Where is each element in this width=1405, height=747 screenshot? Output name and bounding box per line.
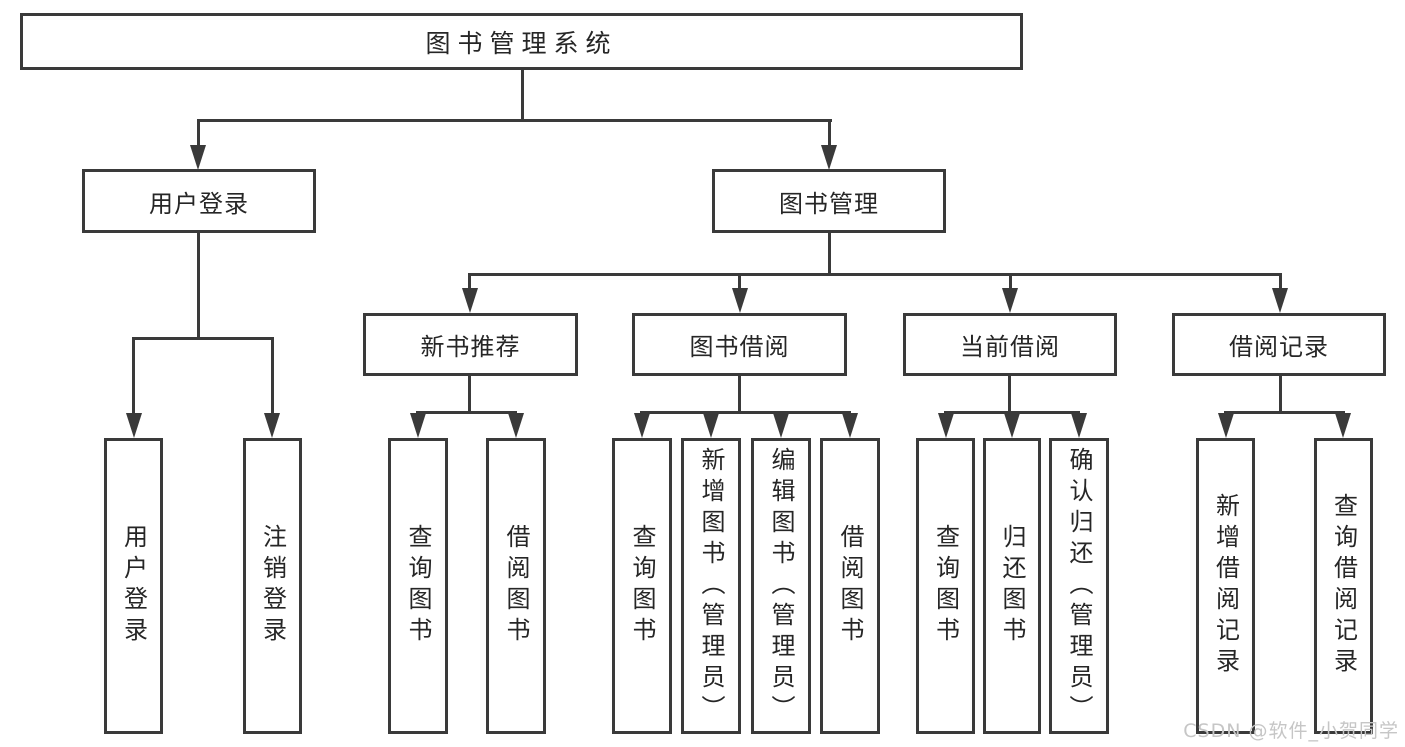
leaf-borrowing-edit-book-admin: 编辑图书（管理员） (751, 438, 811, 734)
arrow-down-icon (842, 413, 858, 438)
arrow-down-icon (190, 145, 206, 170)
leaf-current-confirm-return-admin: 确认归还（管理员） (1049, 438, 1109, 734)
connector-line (468, 273, 1282, 276)
connector-line (468, 273, 471, 295)
connector-line (828, 232, 831, 273)
connector-line (1279, 376, 1282, 411)
connector-line (1224, 411, 1344, 414)
arrow-down-icon (508, 413, 524, 438)
arrow-down-icon (1071, 413, 1087, 438)
leaf-borrowing-borrow-books: 借阅图书 (820, 438, 880, 734)
leaf-recommend-borrow-books: 借阅图书 (486, 438, 546, 734)
connector-line (197, 119, 832, 122)
node-book-management: 图书管理 (712, 169, 946, 233)
leaf-current-query-books: 查询图书 (916, 438, 975, 734)
arrow-down-icon (634, 413, 650, 438)
connector-line (197, 233, 200, 337)
node-book-borrowing: 图书借阅 (632, 313, 847, 376)
connector-line (271, 337, 274, 415)
arrow-down-icon (1218, 413, 1234, 438)
arrow-down-icon (126, 413, 142, 438)
connector-line (1009, 273, 1012, 295)
connector-line (738, 376, 741, 411)
leaf-records-query-record: 查询借阅记录 (1314, 438, 1373, 734)
connector-line (641, 411, 851, 414)
leaf-user-login: 用户登录 (104, 438, 163, 734)
node-new-book-recommendation: 新书推荐 (363, 313, 578, 376)
connector-line (521, 70, 524, 119)
arrow-down-icon (703, 413, 719, 438)
connector-line (132, 337, 135, 415)
connector-line (197, 119, 200, 151)
leaf-records-add-record: 新增借阅记录 (1196, 438, 1255, 734)
watermark: CSDN @软件_小贺同学 (1183, 720, 1399, 742)
arrow-down-icon (462, 288, 478, 313)
arrow-down-icon (410, 413, 426, 438)
arrow-down-icon (1004, 413, 1020, 438)
connector-line (132, 337, 274, 340)
connector-line (1008, 376, 1011, 411)
node-borrowing-records: 借阅记录 (1172, 313, 1386, 376)
connector-line (1279, 273, 1282, 295)
arrow-down-icon (773, 413, 789, 438)
node-root: 图书管理系统 (20, 13, 1023, 70)
leaf-borrowing-query-books: 查询图书 (612, 438, 672, 734)
arrow-down-icon (732, 288, 748, 313)
arrow-down-icon (264, 413, 280, 438)
leaf-current-return-books: 归还图书 (983, 438, 1041, 734)
connector-line (468, 376, 471, 411)
leaf-logout: 注销登录 (243, 438, 302, 734)
node-user-login: 用户登录 (82, 169, 316, 233)
arrow-down-icon (1335, 413, 1351, 438)
connector-line (417, 411, 517, 414)
arrow-down-icon (821, 145, 837, 170)
connector-line (738, 273, 741, 295)
arrow-down-icon (1272, 288, 1288, 313)
arrow-down-icon (938, 413, 954, 438)
leaf-borrowing-add-book-admin: 新增图书（管理员） (681, 438, 741, 734)
arrow-down-icon (1002, 288, 1018, 313)
connector-line (828, 119, 831, 151)
leaf-recommend-query-books: 查询图书 (388, 438, 448, 734)
node-current-borrowing: 当前借阅 (903, 313, 1117, 376)
